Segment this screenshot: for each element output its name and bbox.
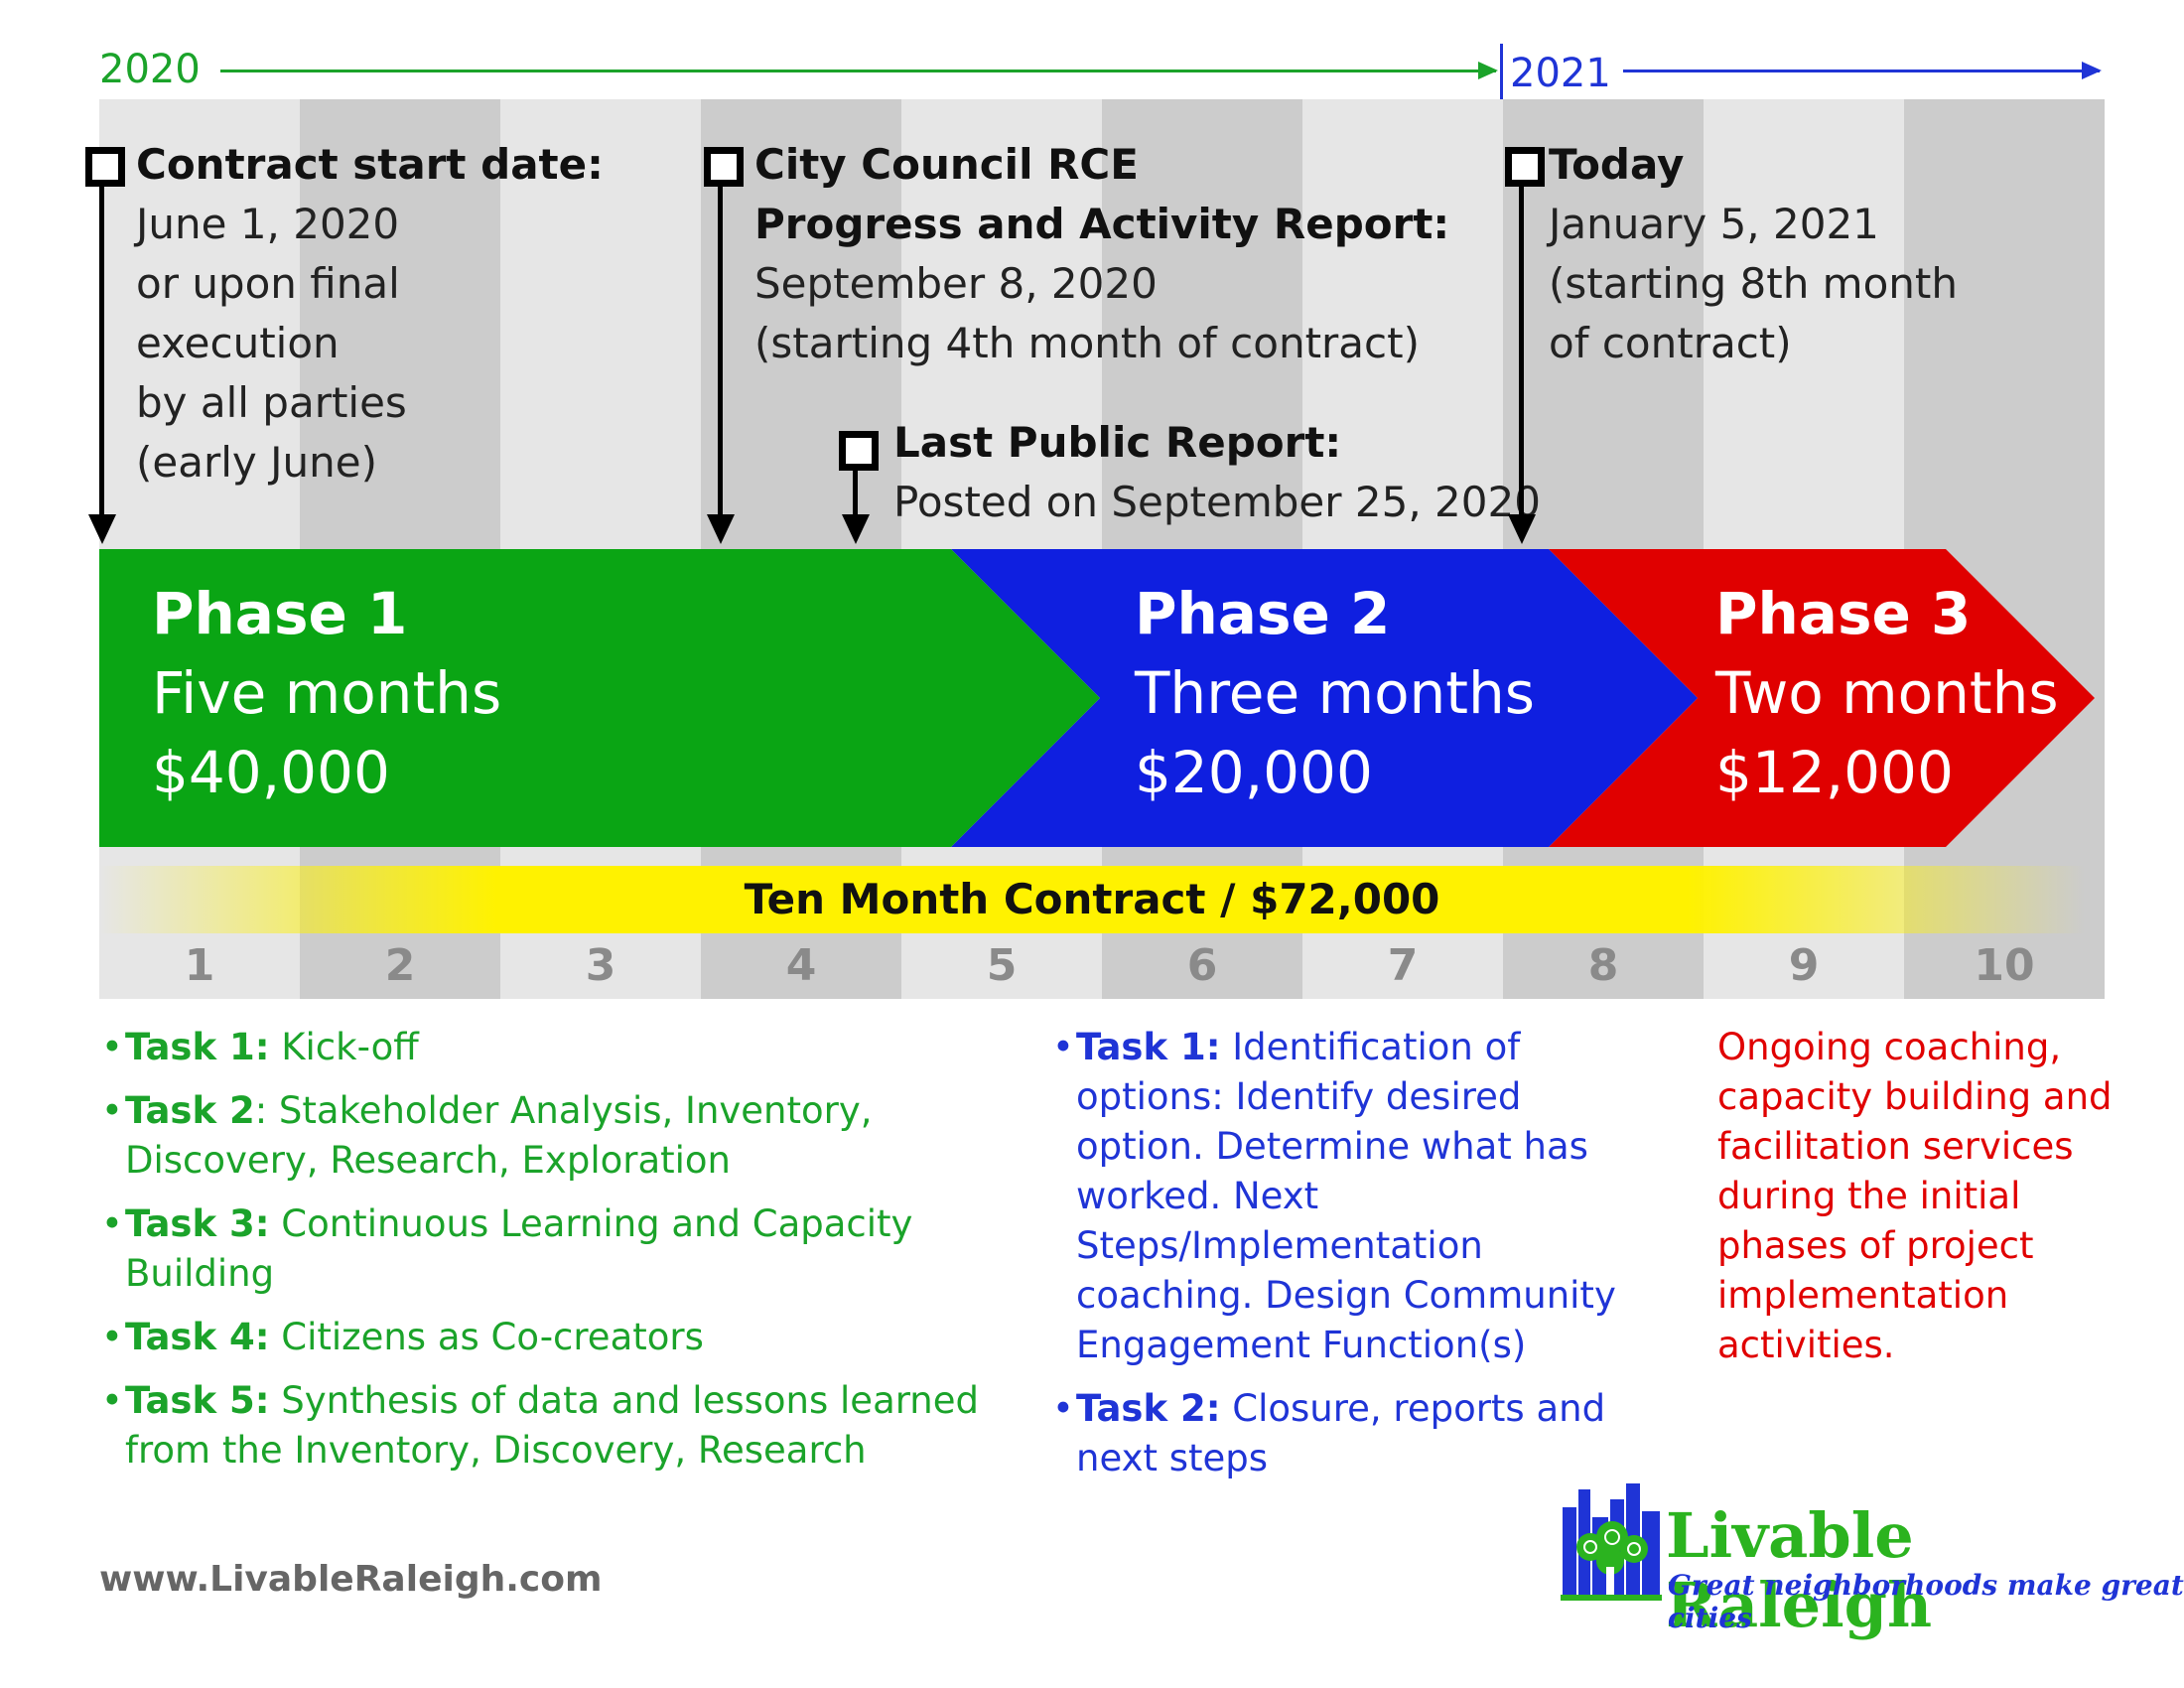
- year-2020-label: 2020: [99, 47, 201, 92]
- public-report-marker-box: [839, 431, 879, 471]
- month-number: 7: [1387, 940, 1419, 991]
- public-report-marker-arrow: [842, 514, 870, 544]
- year-2021-label: 2021: [1510, 51, 1611, 96]
- task-text: Identification of options: Identify desi…: [1076, 1026, 1616, 1366]
- task-label: Task 1:: [1076, 1026, 1221, 1068]
- year-2020-arrow: [220, 62, 1498, 79]
- phase-3-label: Phase 3 Two months $12,000: [1715, 574, 2059, 812]
- month-number: 3: [585, 940, 616, 991]
- month-number: 4: [785, 940, 817, 991]
- contract-start-heading: Contract start date:: [136, 140, 604, 189]
- year-2021-arrow: [1623, 62, 2102, 79]
- task-item: Task 2: Stakeholder Analysis, Inventory,…: [99, 1086, 1032, 1186]
- month-number: 2: [384, 940, 416, 991]
- phase-3-arrow: [1549, 549, 2095, 847]
- phase-2-duration: Three months: [1135, 659, 1536, 727]
- task-text: Closure, reports and next steps: [1076, 1387, 1606, 1479]
- task-text: Citizens as Co-creators: [269, 1316, 704, 1358]
- council-report-marker-arrow: [707, 514, 735, 544]
- phase-2-arrow: [951, 549, 1698, 847]
- month-number: 1: [184, 940, 215, 991]
- phase-3-cost: $12,000: [1715, 739, 1954, 806]
- month-number: 8: [1587, 940, 1619, 991]
- month-number: 10: [1974, 940, 2035, 991]
- task-item: Task 5: Synthesis of data and lessons le…: [99, 1376, 1032, 1476]
- task-text: Kick-off: [269, 1026, 419, 1068]
- phase-1-cost: $40,000: [152, 739, 390, 806]
- today-body: January 5, 2021 (starting 8th month of c…: [1549, 200, 1958, 367]
- phase-1-task-list: Task 1: Kick-offTask 2: Stakeholder Anal…: [99, 1023, 1032, 1489]
- phase-1-arrow: [99, 549, 1100, 847]
- phase-2-task-list: Task 1: Identification of options: Ident…: [1050, 1023, 1656, 1497]
- website-url: www.LivableRaleigh.com: [99, 1559, 603, 1600]
- task-item: Task 1: Identification of options: Ident…: [1050, 1023, 1656, 1370]
- contract-start-marker-line: [99, 187, 104, 514]
- logo-tagline: Great neighborhoods make great cities: [1668, 1569, 2184, 1634]
- public-report-text: Last Public Report: Posted on September …: [893, 413, 1541, 532]
- task-item: Task 1: Kick-off: [99, 1023, 1032, 1072]
- public-report-body: Posted on September 25, 2020: [893, 478, 1541, 526]
- contract-label: Ten Month Contract / $72,000: [744, 875, 1440, 923]
- skyline-tree-logo-icon: [1561, 1483, 1662, 1601]
- contract-start-marker-box: [85, 147, 125, 187]
- council-report-heading: City Council RCE Progress and Activity R…: [754, 140, 1450, 248]
- task-text: Continuous Learning and Capacity Buildin…: [125, 1202, 913, 1295]
- council-report-text: City Council RCE Progress and Activity R…: [754, 135, 1449, 373]
- contract-start-marker-arrow: [88, 514, 116, 544]
- task-text: Synthesis of data and lessons learned fr…: [125, 1379, 980, 1472]
- public-report-heading: Last Public Report:: [893, 418, 1342, 467]
- task-label: Task 1:: [125, 1026, 270, 1068]
- council-report-marker-line: [718, 187, 723, 514]
- month-number: 9: [1788, 940, 1820, 991]
- task-item: Task 2: Closure, reports and next steps: [1050, 1384, 1656, 1483]
- logo-name: Livable Raleigh: [1666, 1499, 1933, 1641]
- task-label: Task 5:: [125, 1379, 270, 1422]
- task-text: : Stakeholder Analysis, Inventory, Disco…: [125, 1089, 873, 1182]
- month-number: 6: [1186, 940, 1218, 991]
- phase-1-label: Phase 1 Five months $40,000: [152, 574, 501, 812]
- phase-1-title: Phase 1: [152, 580, 408, 647]
- today-heading: Today: [1549, 140, 1685, 189]
- council-report-body: September 8, 2020 (starting 4th month of…: [754, 259, 1420, 367]
- contract-start-body: June 1, 2020 or upon final execution by …: [136, 200, 407, 487]
- phase-arrows: [99, 549, 2095, 847]
- today-text: Today January 5, 2021 (starting 8th mont…: [1549, 135, 1958, 373]
- task-item: Task 4: Citizens as Co-creators: [99, 1313, 1032, 1362]
- task-label: Task 2: [125, 1089, 255, 1132]
- phase-2-title: Phase 2: [1135, 580, 1391, 647]
- phase-2-label: Phase 2 Three months $20,000: [1135, 574, 1535, 812]
- year-2021-tick: [1500, 44, 1503, 99]
- phase-1-duration: Five months: [152, 659, 502, 727]
- task-label: Task 4:: [125, 1316, 270, 1358]
- phase-3-title: Phase 3: [1715, 580, 1972, 647]
- public-report-marker-line: [853, 471, 858, 514]
- phase-3-description: Ongoing coaching, capacity building and …: [1717, 1026, 2113, 1366]
- task-label: Task 3:: [125, 1202, 270, 1245]
- today-marker-arrow: [1508, 514, 1536, 544]
- contract-start-text: Contract start date: June 1, 2020 or upo…: [136, 135, 604, 492]
- today-marker-box: [1505, 147, 1545, 187]
- task-label: Task 2:: [1076, 1387, 1221, 1430]
- phase-3-duration: Two months: [1715, 659, 2059, 727]
- contract-bar: [99, 866, 2085, 933]
- task-item: Task 3: Continuous Learning and Capacity…: [99, 1199, 1032, 1299]
- council-report-marker-box: [704, 147, 744, 187]
- today-marker-line: [1519, 187, 1524, 514]
- phase-2-cost: $20,000: [1135, 739, 1373, 806]
- month-number: 5: [986, 940, 1018, 991]
